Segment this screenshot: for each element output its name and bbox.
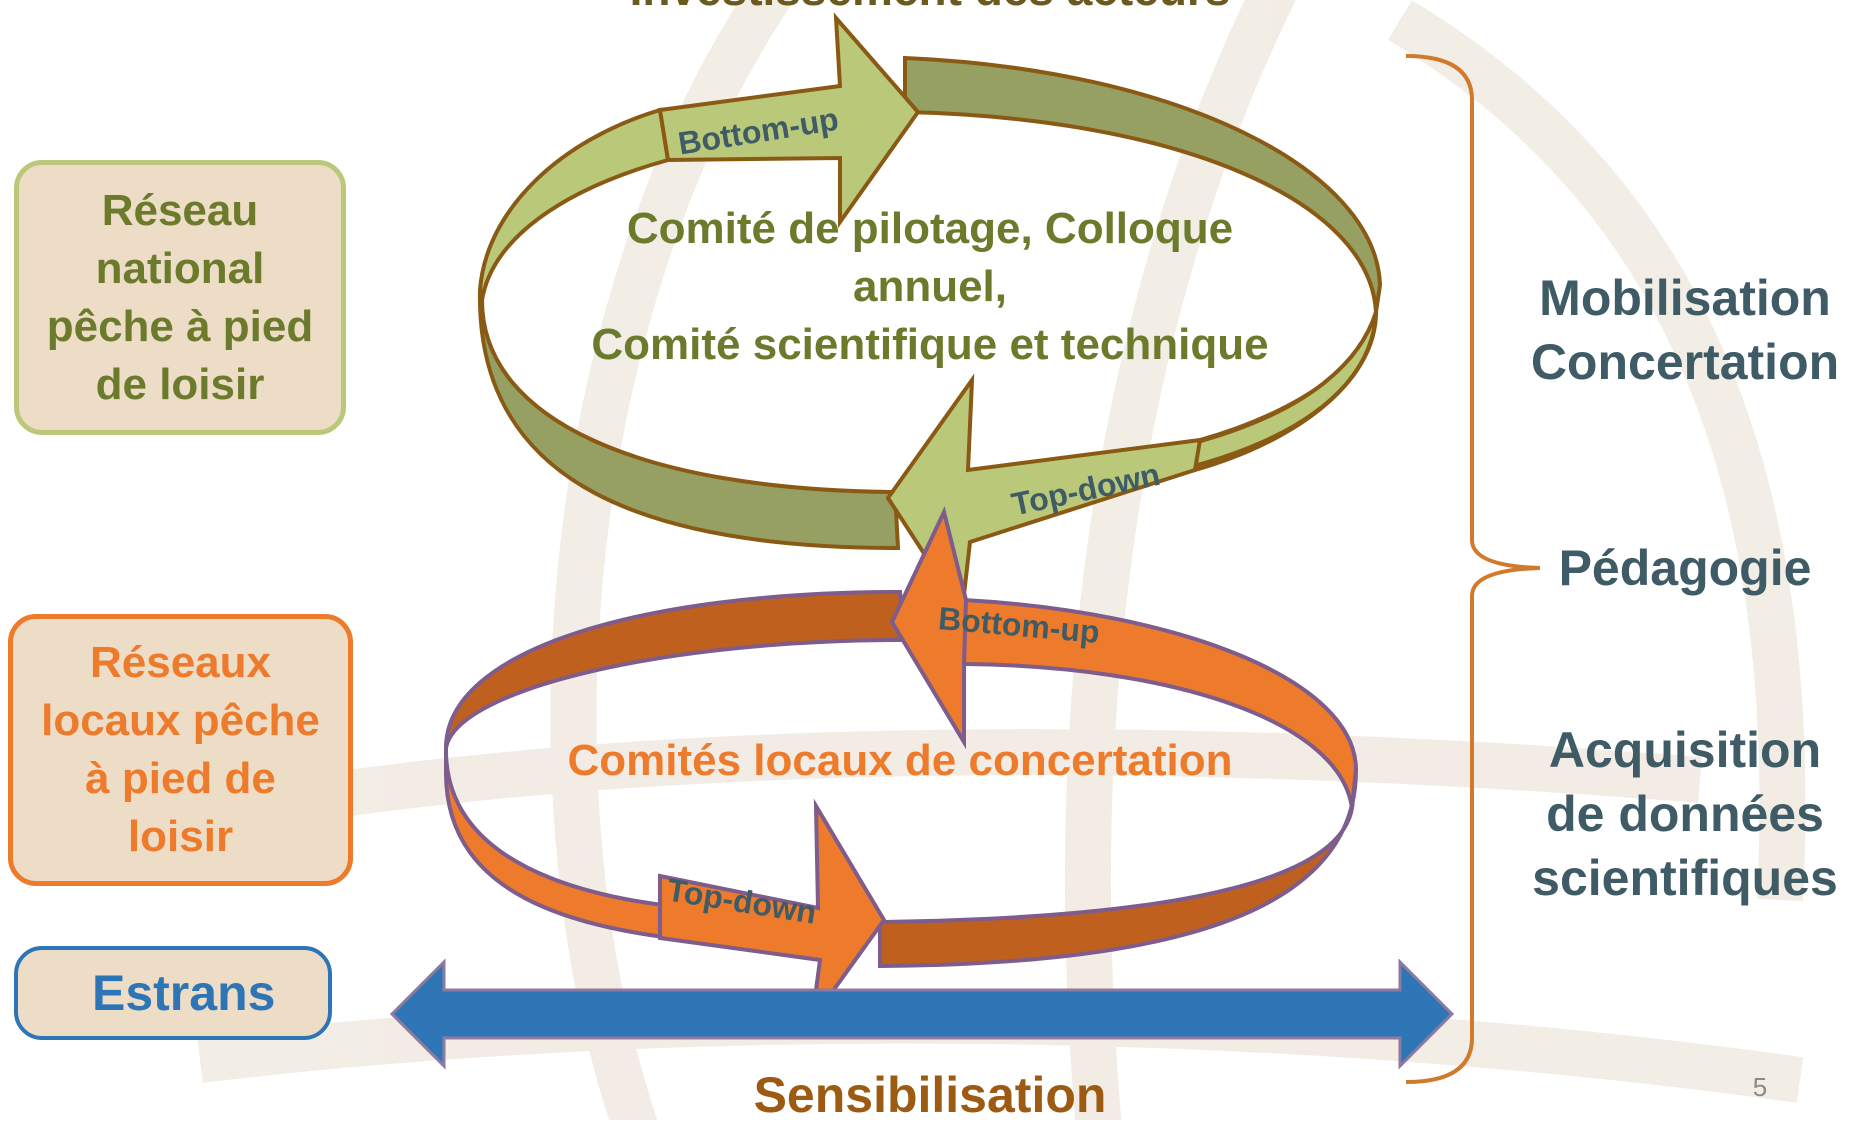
local-line-4: loisir (127, 812, 234, 861)
bottom-ring-back (444, 589, 907, 749)
national-line-1: Réseau (101, 185, 259, 235)
right-brace (1405, 54, 1541, 1084)
acquisition-line-3: scientifiques (1532, 850, 1838, 906)
bottom-top-down-arrow (658, 798, 887, 1022)
box-local-networks: Réseaux locaux pêche à pied de loisir (8, 614, 353, 886)
box-national-network: Réseau national pêche à pied de loisir (14, 160, 346, 435)
top-bottom-up-arrow (657, 12, 921, 229)
sensibilisation-double-arrow (389, 958, 1455, 1070)
top-center-line-2: annuel, (852, 262, 1008, 311)
mobilisation-line-2: Concertation (1530, 334, 1840, 390)
page-number: 5 (1752, 1072, 1768, 1102)
bottom-cycle-center-text: Comités locaux de concertation (567, 736, 1233, 785)
right-label-mobilisation: Mobilisation Concertation (1510, 266, 1860, 394)
right-label-acquisition: Acquisition de données scientifiques (1510, 718, 1860, 910)
top-heading: Investissement des acteurs (560, 0, 1300, 16)
sensibilisation-caption: Sensibilisation (753, 1067, 1107, 1123)
national-line-4: de loisir (95, 359, 265, 409)
local-line-2: locaux pêche (41, 696, 320, 745)
acquisition-line-1: Acquisition (1548, 722, 1822, 778)
national-line-2: national (95, 243, 265, 293)
top-cycle-center-text: Comité de pilotage, Colloque annuel, Com… (530, 200, 1330, 374)
top-ring-lower (477, 289, 901, 551)
box-estrans: Estrans (14, 946, 332, 1040)
acquisition-line-2: de données (1546, 786, 1824, 842)
local-line-1: Réseaux (89, 638, 271, 687)
bottom-ring-right-lower (878, 769, 1358, 969)
top-center-line-1: Comité de pilotage, Colloque (626, 204, 1234, 253)
estrans-label: Estrans (92, 965, 276, 1021)
mobilisation-line-1: Mobilisation (1539, 270, 1831, 326)
local-line-3: à pied de (85, 754, 276, 803)
right-label-pedagogie: Pédagogie (1558, 540, 1812, 596)
top-center-line-3: Comité scientifique et technique (591, 320, 1269, 369)
national-line-3: pêche à pied (46, 301, 314, 351)
bottom-bottom-up-arrow (889, 506, 969, 750)
